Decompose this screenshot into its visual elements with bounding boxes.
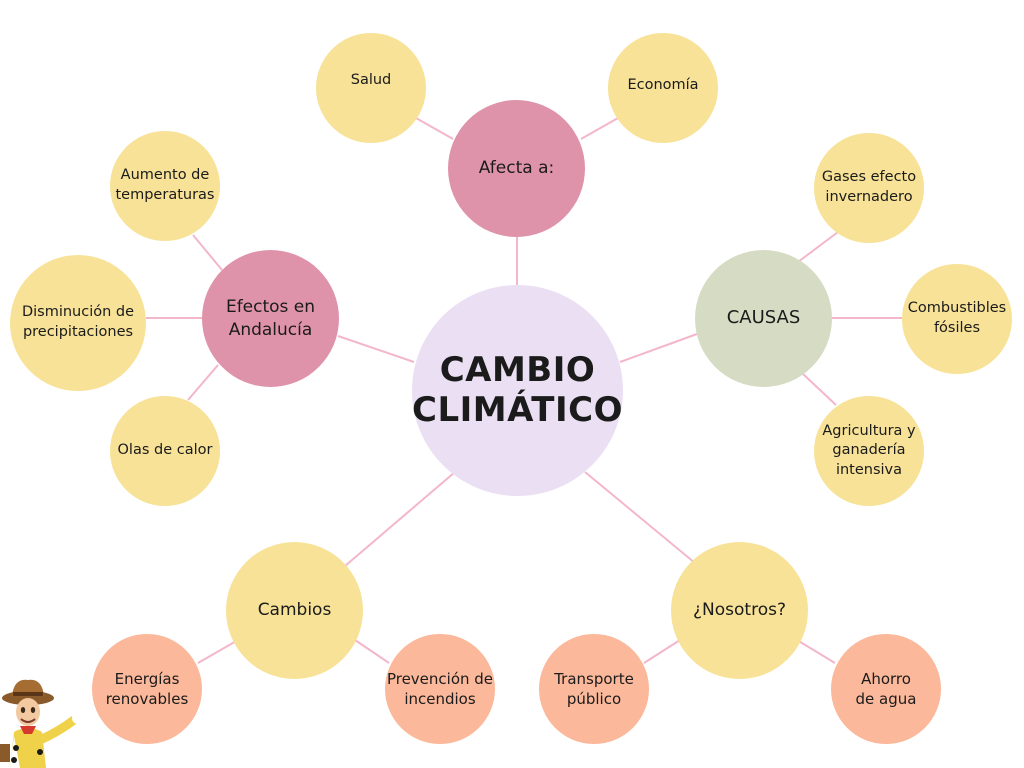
link-center-cambios xyxy=(344,471,456,567)
link-cambios-prevencion xyxy=(354,639,390,664)
leaf-agricultura-label: Agricultura y ganadería intensiva xyxy=(822,422,916,478)
link-efectos-olas xyxy=(187,364,219,401)
hub-causas-node: CAUSAS xyxy=(695,250,832,387)
central-topic-node: CAMBIO CLIMÁTICO xyxy=(412,285,623,496)
leaf-combustibles-label: Combustibles fósiles xyxy=(907,300,1007,336)
leaf-aumento-label: Aumento de temperaturas xyxy=(115,167,215,203)
hub-cambios-label: Cambios xyxy=(257,600,332,621)
hub-afecta-node: Afecta a: xyxy=(448,100,585,237)
central-topic-label: CAMBIO CLIMÁTICO xyxy=(412,350,623,430)
link-nosotros-transporte xyxy=(643,639,681,664)
leaf-salud-label: Salud xyxy=(350,72,392,89)
leaf-economia-label: Economía xyxy=(627,77,699,94)
link-center-nosotros xyxy=(584,471,696,564)
leaf-aumento-node: Aumento de temperaturas xyxy=(110,131,220,241)
leaf-agricultura-node: Agricultura y ganadería intensiva xyxy=(814,396,924,506)
hub-nosotros-label: ¿Nosotros? xyxy=(693,600,786,621)
leaf-prevencion-label: Prevención de incendios xyxy=(386,669,494,708)
hub-cambios-node: Cambios xyxy=(226,542,363,679)
hub-afecta-label: Afecta a: xyxy=(478,158,555,179)
leaf-ahorro-label: Ahorro de agua xyxy=(855,669,917,708)
leaf-combustibles-node: Combustibles fósiles xyxy=(902,264,1012,374)
link-nosotros-ahorro xyxy=(796,639,836,664)
link-causas-agricultura xyxy=(802,373,837,406)
link-afecta-salud xyxy=(415,117,454,140)
hub-efectos-node: Efectos en Andalucía xyxy=(202,250,339,387)
link-efectos-aumento xyxy=(192,234,223,271)
hub-nosotros-node: ¿Nosotros? xyxy=(671,542,808,679)
leaf-economia-node: Economía xyxy=(608,33,718,143)
link-afecta-economia xyxy=(580,117,619,140)
cartoon-cowboy-icon xyxy=(0,679,90,768)
leaf-olas-label: Olas de calor xyxy=(117,442,213,459)
link-center-efectos xyxy=(337,335,415,363)
leaf-gases-label: Gases efecto invernadero xyxy=(821,169,917,205)
hub-causas-label: CAUSAS xyxy=(726,307,801,329)
leaf-ahorro-node: Ahorro de agua xyxy=(831,634,941,744)
link-cambios-energias xyxy=(197,639,239,664)
leaf-salud-node: Salud xyxy=(316,33,426,143)
leaf-energias-label: Energías renovables xyxy=(105,669,189,708)
leaf-olas-node: Olas de calor xyxy=(110,396,220,506)
link-causas-gases xyxy=(797,231,839,263)
leaf-gases-node: Gases efecto invernadero xyxy=(814,133,924,243)
leaf-disminucion-label: Disminución de precipitaciones xyxy=(21,304,135,340)
link-center-causas xyxy=(619,333,698,363)
leaf-transporte-label: Transporte público xyxy=(554,669,634,708)
hub-efectos-label: Efectos en Andalucía xyxy=(225,296,316,340)
leaf-disminucion-node: Disminución de precipitaciones xyxy=(10,255,146,391)
leaf-transporte-node: Transporte público xyxy=(539,634,649,744)
leaf-energias-node: Energías renovables xyxy=(92,634,202,744)
leaf-prevencion-node: Prevención de incendios xyxy=(385,634,495,744)
